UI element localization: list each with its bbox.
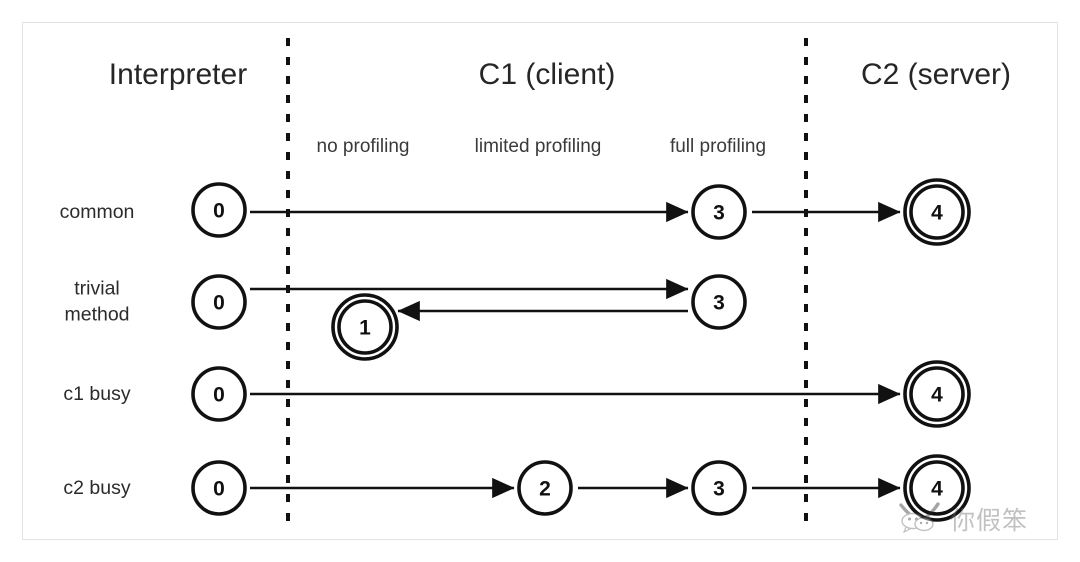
sub-header-no-profiling: no profiling	[316, 136, 410, 157]
state-node-c2busy-0[interactable]: 0	[191, 460, 247, 516]
state-node-common-3[interactable]: 3	[691, 184, 747, 240]
state-node-trivial-0[interactable]: 0	[191, 274, 247, 330]
column-header-c1: C1 (client)	[478, 58, 616, 91]
row-label-c2-busy: c2 busy	[63, 476, 131, 499]
row-label-c1-busy: c1 busy	[63, 382, 131, 405]
state-node-c2busy-3[interactable]: 3	[691, 460, 747, 516]
state-node-label: 2	[539, 478, 551, 501]
state-nodes: 0 3 4 0 1 3 0 4 0 2 3 4	[191, 178, 971, 522]
state-node-label: 0	[213, 200, 225, 223]
transition-arrows	[250, 201, 901, 499]
state-node-c1busy-4[interactable]: 4	[903, 360, 971, 428]
row-label-common: common	[59, 200, 135, 223]
state-node-label: 4	[931, 202, 943, 225]
column-header-interpreter: Interpreter	[108, 58, 248, 91]
state-node-c2busy-2[interactable]: 2	[517, 460, 573, 516]
state-node-label: 3	[713, 478, 725, 501]
state-node-label: 3	[713, 202, 725, 225]
state-node-label: 0	[213, 292, 225, 315]
state-node-label: 4	[931, 478, 943, 501]
state-node-label: 3	[713, 292, 725, 315]
state-node-label: 1	[359, 317, 371, 340]
column-header-c2: C2 (server)	[860, 58, 1012, 91]
column-dividers	[286, 38, 808, 528]
sub-header-full-profiling: full profiling	[669, 136, 767, 157]
sub-header-limited-profiling: limited profiling	[474, 136, 602, 157]
state-node-label: 0	[213, 384, 225, 407]
diagram-frame	[22, 22, 1058, 540]
state-node-c2busy-4[interactable]: 4	[903, 454, 971, 522]
row-label-trivial-method: trivial method	[64, 277, 130, 326]
state-node-c1busy-0[interactable]: 0	[191, 366, 247, 422]
state-node-label: 4	[931, 384, 943, 407]
state-node-trivial-1[interactable]: 1	[331, 293, 399, 361]
state-node-trivial-3[interactable]: 3	[691, 274, 747, 330]
state-node-common-0[interactable]: 0	[191, 182, 247, 238]
state-node-common-4[interactable]: 4	[903, 178, 971, 246]
state-node-label: 0	[213, 478, 225, 501]
